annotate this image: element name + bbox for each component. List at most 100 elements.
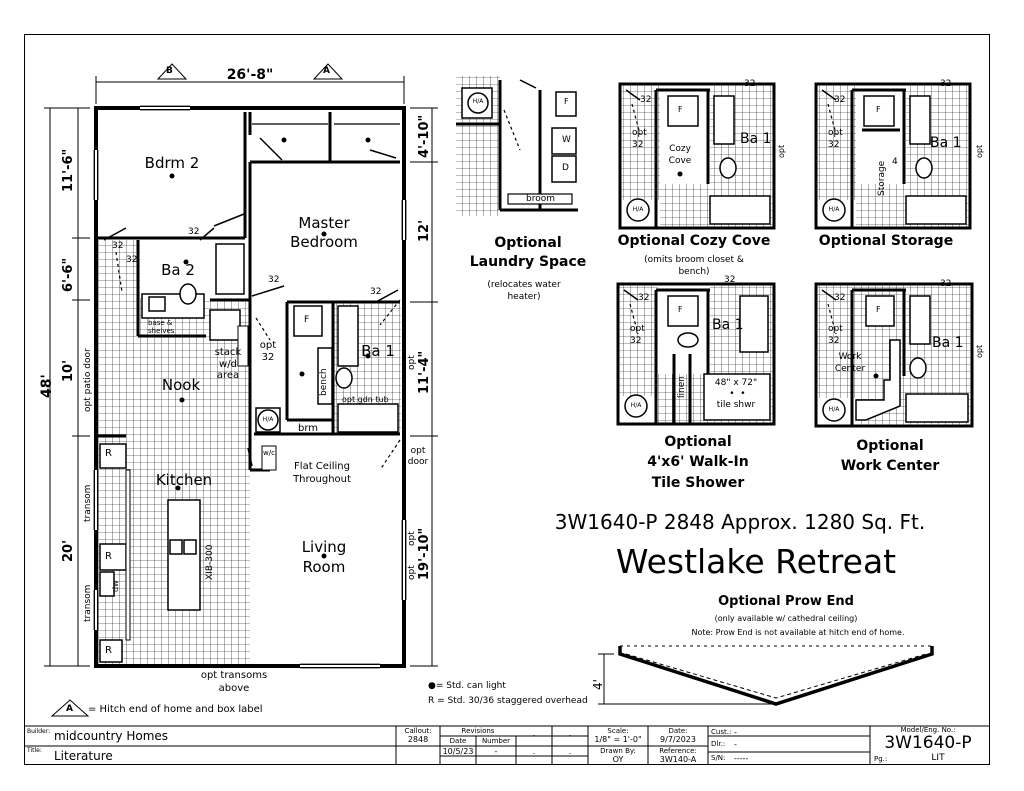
walkin-title: Optional 4'x6' Walk-In Tile Shower: [647, 434, 749, 491]
opt-32-label: opt 32: [259, 340, 277, 363]
kitchen-sink-a: [169, 539, 183, 555]
right-dim-4: 19'-10": [417, 527, 432, 580]
storage-ha: H/A: [828, 206, 840, 213]
prow-end: [598, 645, 934, 706]
storage-ba1: Ba 1: [930, 135, 962, 151]
flat-ceiling-note: Flat Ceiling Throughout: [293, 461, 351, 485]
right-dim-1: 4'-10": [417, 114, 432, 158]
island-label: XIB-300: [205, 544, 215, 580]
tb-model-label: Model/Eng. No.:: [900, 726, 956, 734]
opt-patio-door-label: opt patio door: [83, 348, 93, 412]
cozy-ba1: Ba 1: [740, 131, 772, 147]
right-dim-2: 12': [417, 219, 432, 242]
left-dim-3: 10': [61, 359, 76, 382]
cozy-f: F: [678, 105, 683, 114]
overall-length: 48': [39, 374, 55, 398]
legend-hitch-symbol: A: [66, 704, 73, 714]
walkin-32-left: 32: [638, 293, 650, 303]
cozy-32-top: 32: [744, 79, 756, 89]
work-opt32: opt 32: [828, 324, 843, 346]
right-dim-3: 11'-4": [417, 350, 432, 394]
tb-ref: 3W140-A: [659, 755, 697, 764]
tb-number-header: Number: [481, 737, 511, 745]
work-32-top: 32: [940, 279, 952, 289]
work-opt: opt: [975, 344, 984, 358]
storage-n: 4: [892, 157, 898, 167]
legend-hitch-note: = Hitch end of home and box label: [88, 704, 263, 715]
laundry-ha: H/A: [472, 98, 484, 105]
tb-revisions-label: Revisions: [461, 727, 495, 735]
storage-room: Storage: [877, 160, 887, 196]
tb-model-no: 3W1640-P: [884, 733, 972, 753]
tb-rev-number: -: [494, 747, 498, 756]
walkin-plan: [616, 282, 776, 426]
work-ha: H/A: [828, 406, 840, 413]
door-32-e: 32: [370, 287, 382, 297]
storage-title: Optional Storage: [818, 233, 954, 249]
walkin-linen: linen: [677, 376, 687, 398]
cozy-opt: opt: [777, 144, 786, 158]
ba2-tile: [98, 240, 140, 298]
laundry-w: W: [562, 135, 571, 145]
master-closet-f: F: [304, 315, 310, 325]
room-nook: Nook: [161, 376, 201, 394]
bench-label: bench: [319, 368, 329, 396]
tb-dot-4: .: [568, 747, 572, 756]
kitchen-island: [167, 499, 201, 611]
tb-dot-1: .: [532, 729, 536, 738]
tb-builder: midcountry Homes: [54, 729, 169, 743]
bench: [317, 347, 333, 405]
water-heater-circle: [257, 409, 279, 431]
sheet-border: [24, 34, 990, 765]
prow-sub: (only available w/ cathedral ceiling): [714, 614, 858, 623]
tb-pg-label: Pg.:: [874, 755, 888, 763]
storage-plan: [814, 82, 972, 230]
tb-dot-3: .: [532, 747, 536, 756]
tb-callout-label: Callout:: [404, 727, 432, 735]
tb-rev-date: 10/5/23: [442, 747, 474, 756]
wc-label: w/c: [263, 449, 275, 457]
dw-label: dw: [111, 580, 120, 592]
walkin-shower: 48" x 72" • • tile shwr: [714, 378, 758, 410]
main-water-heater: H/A: [262, 416, 274, 423]
left-dim-1: 11'-6": [61, 148, 76, 192]
room-master: Master Bedroom: [290, 214, 358, 251]
hitch-marker-a: A: [323, 66, 330, 76]
fridge-b: [99, 639, 123, 663]
r-label-2: R: [105, 551, 112, 562]
work-title: Optional Work Center: [840, 438, 940, 475]
tb-drawn-label: Drawn By:: [600, 747, 636, 755]
room-ba2: Ba 2: [161, 261, 195, 279]
cozy-opt32: opt 32: [632, 128, 647, 150]
tb-scale-label: Scale:: [607, 727, 629, 735]
room-living: Living Room: [301, 538, 347, 576]
tb-dlr-label: Dlr.:: [711, 740, 726, 748]
tb-date-label: Date:: [668, 727, 688, 735]
exterior-wall: [94, 106, 406, 668]
tb-date: 9/7/2023: [660, 735, 696, 744]
tb-date-header: Date: [449, 737, 467, 745]
cozy-note: (omits broom closet & bench): [644, 255, 744, 278]
tb-pg: LIT: [931, 753, 945, 763]
prow-note: Note: Prow End is not available at hitch…: [691, 628, 905, 637]
tb-drawn: OY: [612, 755, 624, 764]
stack-wd-label: stack w/d area: [214, 347, 242, 381]
walkin-f: F: [678, 305, 683, 314]
model-line: 3W1640-P 2848 Approx. 1280 Sq. Ft.: [554, 510, 926, 534]
title-block-lines: [24, 725, 990, 765]
stack-wd: [209, 309, 241, 341]
base-shelves-label: base & shelves: [148, 319, 175, 335]
tb-dlr: -: [734, 740, 737, 749]
ba2-tub: [215, 243, 245, 295]
left-dim-4: 20': [61, 539, 76, 562]
walkin-ba1: Ba 1: [712, 317, 744, 333]
tb-title: Literature: [54, 749, 113, 763]
opt-label-living-1: opt: [407, 531, 417, 546]
laundry-broom: broom: [526, 194, 555, 204]
r-label-1: R: [105, 448, 112, 459]
prow-depth: 4': [591, 679, 605, 690]
legend-can-light: ●= Std. can light: [428, 681, 506, 691]
tb-dot-2: .: [568, 729, 572, 738]
opt-gdn-tub-label: opt gdn tub: [342, 395, 389, 404]
